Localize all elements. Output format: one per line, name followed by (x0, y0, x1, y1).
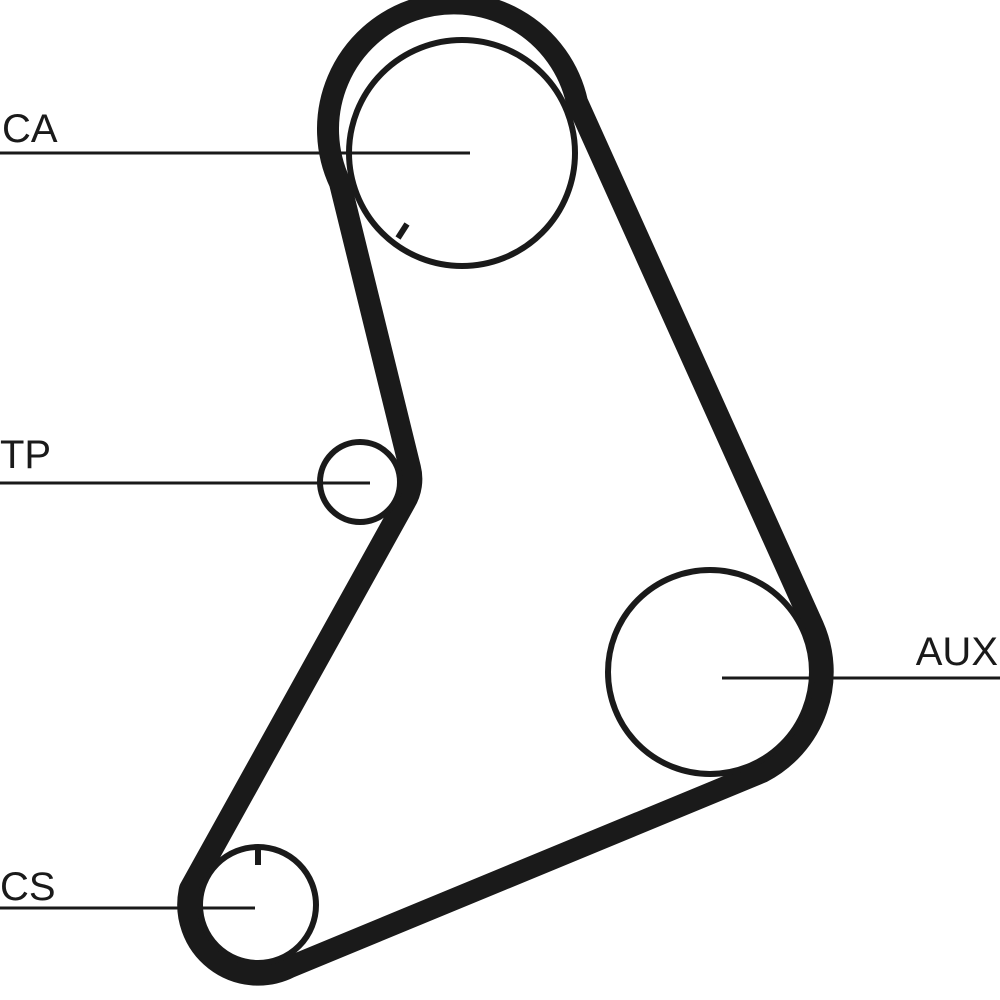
label-tp: TP (0, 433, 51, 477)
label-aux: AUX (916, 630, 998, 674)
label-ca: CA (2, 107, 58, 151)
pulley-aux (605, 567, 815, 777)
timing-belt (177, 0, 834, 986)
label-cs: CS (0, 865, 56, 909)
pulley-ca-timing-mark (395, 222, 410, 240)
